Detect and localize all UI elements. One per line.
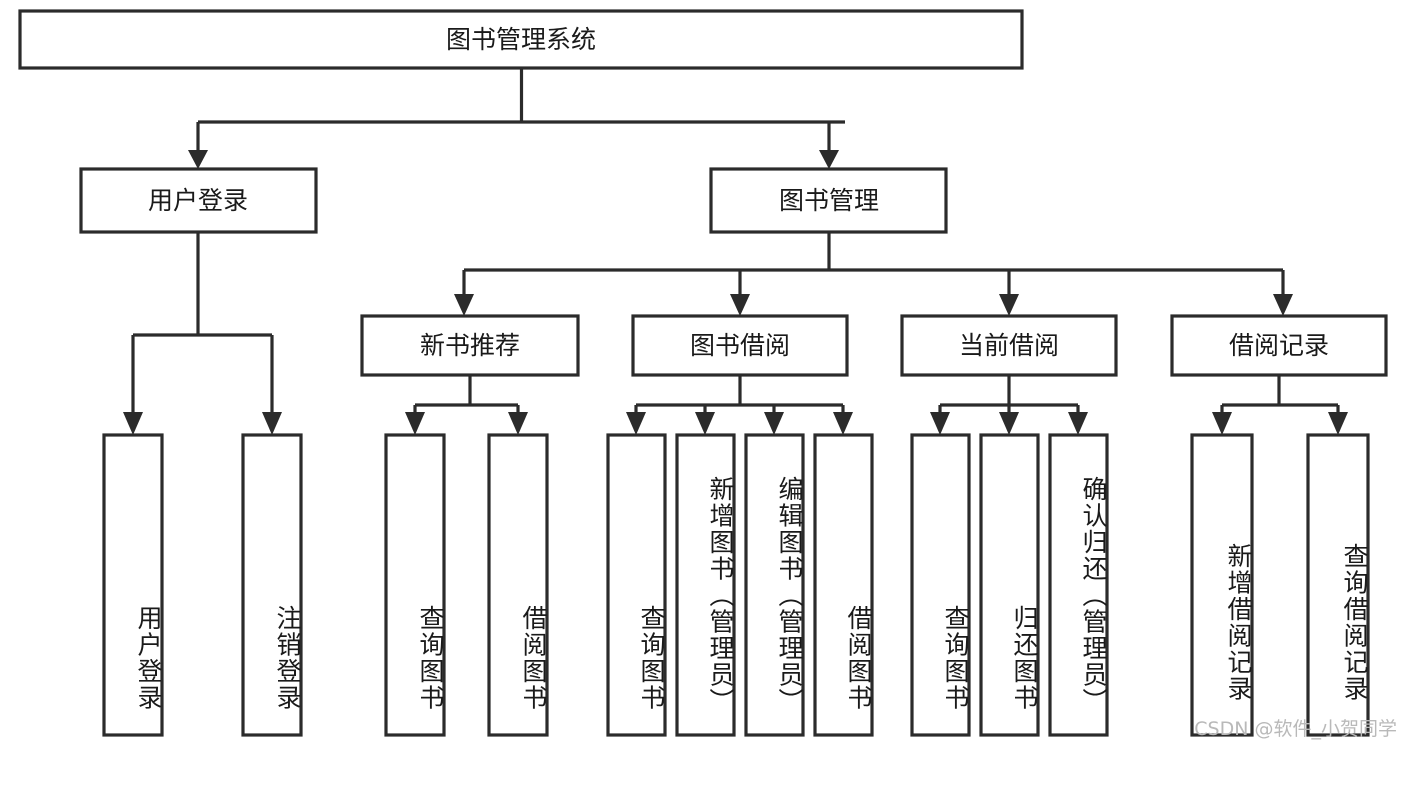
hierarchy-diagram: 图书管理系统 用户登录 图书管理 新书推荐 图书借阅 当前借阅 借阅记录 用户登… (18, 9, 1397, 740)
node-new-book-recommend[interactable] (360, 314, 580, 377)
node-root[interactable] (18, 9, 1024, 70)
arrow-head-book-borrow (730, 294, 750, 316)
leaf-box-book-borrow-3[interactable] (813, 433, 874, 737)
arrow-head-leaf-current-borrow-2 (999, 412, 1019, 435)
watermark-text: CSDN @软件_小贺同学 (1194, 718, 1397, 740)
label-book-borrow: 图书借阅 (690, 331, 790, 360)
leaf-box-book-borrow-0[interactable] (606, 433, 667, 737)
arrow-head-leaf-book-borrow-3 (764, 412, 784, 435)
leaf-box-book-borrow-2[interactable] (744, 433, 805, 737)
diagram-canvas: 图书管理系统 用户登录 图书管理 新书推荐 图书借阅 当前借阅 借阅记录 (18, 9, 1388, 737)
arrow-head-leaf-user-login-1 (123, 412, 143, 435)
label-current-borrow: 当前借阅 (959, 331, 1059, 360)
arrow-head-leaf-book-borrow-2 (695, 412, 715, 435)
label-book-management: 图书管理 (779, 186, 879, 215)
node-current-borrow[interactable] (900, 314, 1118, 377)
node-layer (18, 9, 1388, 737)
horizontal-label-layer: 图书管理系统 用户登录 图书管理 新书推荐 图书借阅 当前借阅 借阅记录 (148, 25, 1329, 360)
leaf-box-user-login-0[interactable] (102, 433, 164, 737)
leaf-box-new-book-0[interactable] (384, 433, 446, 737)
node-user-login[interactable] (79, 167, 318, 234)
leaf-box-new-book-1[interactable] (487, 433, 549, 737)
leaf-box-user-login-1[interactable] (241, 433, 303, 737)
connector-layer (123, 68, 1348, 435)
arrow-head-leaf-borrow-record-1 (1212, 412, 1232, 435)
arrow-head-leaf-borrow-record-2 (1328, 412, 1348, 435)
arrow-head-leaf-current-borrow-3 (1068, 412, 1088, 435)
label-root: 图书管理系统 (446, 25, 596, 54)
leaf-box-borrow-record-1[interactable] (1306, 433, 1370, 737)
leaf-box-current-borrow-1[interactable] (979, 433, 1040, 737)
arrow-head-user-login (188, 150, 208, 169)
arrow-head-current-borrow (999, 294, 1019, 316)
leaf-box-book-borrow-1[interactable] (675, 433, 736, 737)
label-borrow-record: 借阅记录 (1229, 331, 1329, 360)
arrow-head-leaf-new-book-1 (405, 412, 425, 435)
arrow-head-leaf-user-login-2 (262, 412, 282, 435)
arrow-head-leaf-book-borrow-1 (626, 412, 646, 435)
arrow-head-leaf-book-borrow-4 (833, 412, 853, 435)
node-book-borrow[interactable] (631, 314, 849, 377)
leaf-box-current-borrow-0[interactable] (910, 433, 971, 737)
arrow-head-book-mgmt (819, 150, 839, 169)
node-book-management[interactable] (709, 167, 948, 234)
arrow-head-leaf-current-borrow-1 (930, 412, 950, 435)
leaf-box-borrow-record-0[interactable] (1190, 433, 1254, 737)
leaf-box-current-borrow-2[interactable] (1048, 433, 1109, 737)
arrow-head-new-book (454, 294, 474, 316)
label-new-book-recommend: 新书推荐 (420, 331, 520, 360)
arrow-head-borrow-record (1273, 294, 1293, 316)
label-user-login: 用户登录 (148, 186, 248, 215)
arrow-head-leaf-new-book-2 (508, 412, 528, 435)
node-borrow-record[interactable] (1170, 314, 1388, 377)
